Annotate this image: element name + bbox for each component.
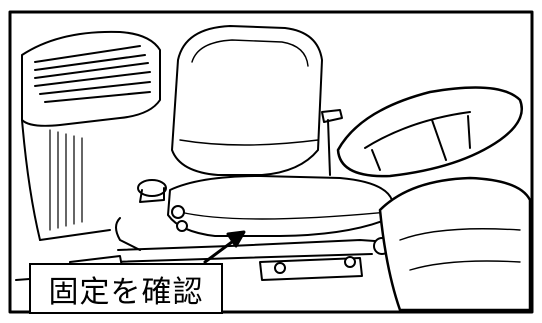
engine-hood — [21, 30, 161, 241]
seat-cushion — [167, 175, 393, 237]
steering-wheel — [336, 86, 523, 178]
seat-backrest — [171, 25, 323, 176]
seat-lever — [321, 109, 343, 176]
figure-frame — [8, 10, 534, 314]
callout-arrow — [203, 230, 246, 264]
seat-knob — [137, 179, 188, 232]
callout-label: 固定を確認 — [29, 263, 223, 314]
rear-fender — [378, 176, 532, 312]
